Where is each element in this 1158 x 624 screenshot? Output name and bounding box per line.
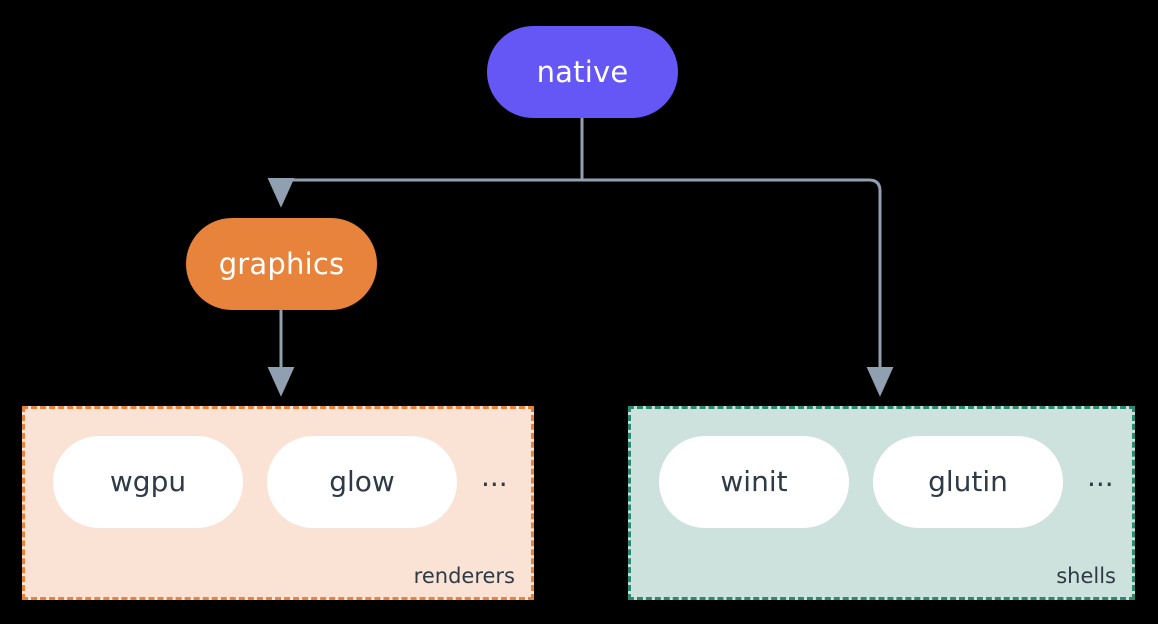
item-glow-label: glow	[329, 465, 395, 498]
group-shells-items: winit glutin ...	[659, 436, 1114, 528]
node-graphics-label: graphics	[218, 246, 345, 281]
item-wgpu-label: wgpu	[109, 465, 187, 498]
item-winit-label: winit	[720, 465, 788, 498]
group-shells-label: shells	[1056, 564, 1116, 588]
item-wgpu[interactable]: wgpu	[53, 436, 243, 528]
item-glutin-label: glutin	[928, 465, 1008, 498]
group-renderers: wgpu glow ... renderers	[22, 406, 534, 600]
node-native[interactable]: native	[487, 26, 678, 118]
group-shells: winit glutin ... shells	[628, 406, 1135, 600]
group-shells-overflow: ...	[1087, 460, 1114, 493]
group-renderers-items: wgpu glow ...	[53, 436, 508, 528]
edge-native-to-graphics	[267, 118, 584, 208]
node-graphics[interactable]: graphics	[186, 218, 377, 310]
item-winit[interactable]: winit	[659, 436, 849, 528]
group-renderers-overflow: ...	[481, 460, 508, 493]
edge-native-to-shells	[580, 118, 894, 397]
item-glow[interactable]: glow	[267, 436, 457, 528]
group-renderers-label: renderers	[413, 564, 515, 588]
item-glutin[interactable]: glutin	[873, 436, 1063, 528]
node-native-label: native	[536, 54, 629, 89]
